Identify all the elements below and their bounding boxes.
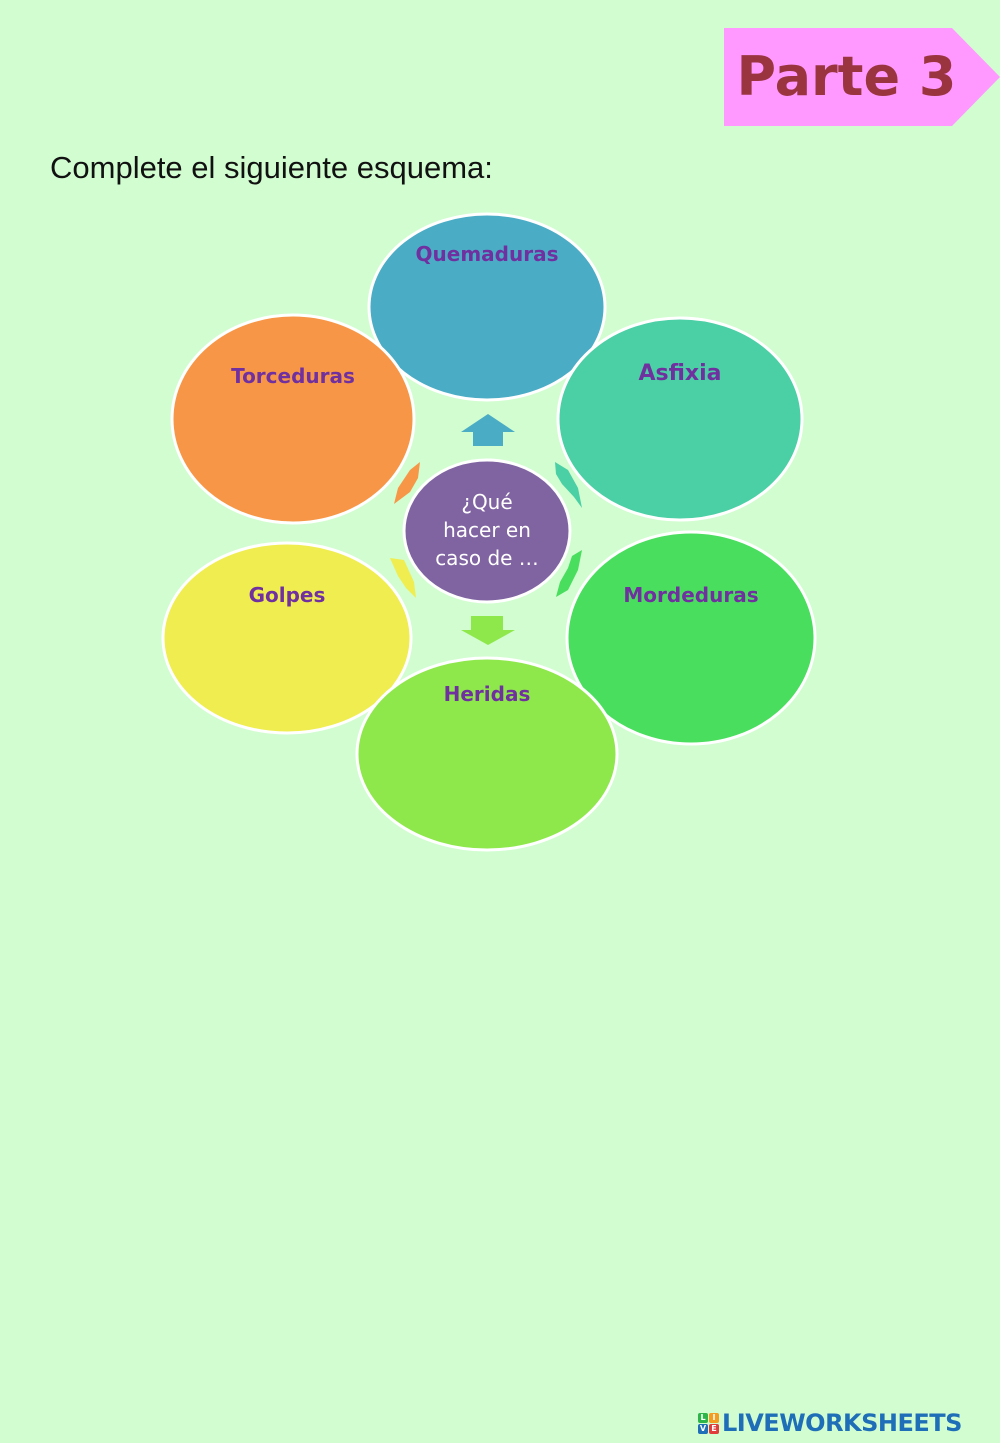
node-torceduras — [170, 313, 416, 525]
center-line-1: ¿Qué — [461, 490, 512, 514]
node-asfixia — [556, 316, 804, 522]
node-label-golpes: Golpes — [249, 583, 326, 607]
arrow-up-icon — [461, 414, 515, 446]
node-label-torceduras: Torceduras — [231, 364, 355, 388]
logo-letter-l: L — [698, 1412, 708, 1423]
tag-shape — [724, 28, 1000, 126]
logo-letter-v: V — [698, 1423, 708, 1434]
node-quemaduras — [367, 212, 607, 402]
logo-letter-e: E — [709, 1423, 719, 1434]
center-node — [402, 458, 572, 604]
node-golpes — [161, 541, 413, 735]
arrow-lower-left-icon — [390, 558, 416, 598]
logo-mark-icon: L I V E — [698, 1412, 719, 1434]
liveworksheets-logo: L I V E LIVEWORKSHEETS — [698, 1409, 962, 1437]
part-title: Parte 3 — [736, 45, 957, 108]
part-tag: Parte 3 — [724, 28, 1000, 126]
node-heridas — [355, 656, 619, 852]
center-line-3: caso de … — [435, 546, 539, 570]
node-label-mordeduras: Mordeduras — [623, 583, 758, 607]
center-line-2: hacer en — [443, 518, 531, 542]
node-label-asfixia: Asfixia — [638, 361, 721, 386]
node-label-quemaduras: Quemaduras — [416, 242, 559, 266]
arrow-upper-right-icon — [555, 462, 582, 508]
instruction-text: Complete el siguiente esquema: — [50, 150, 493, 185]
arrow-lower-right-icon — [556, 550, 582, 597]
logo-text: LIVEWORKSHEETS — [722, 1409, 962, 1437]
node-label-heridas: Heridas — [444, 682, 531, 706]
node-mordeduras — [565, 530, 817, 746]
arrow-upper-left-icon — [394, 462, 420, 504]
logo-letter-i: I — [709, 1412, 719, 1423]
arrow-down-icon — [461, 616, 515, 645]
